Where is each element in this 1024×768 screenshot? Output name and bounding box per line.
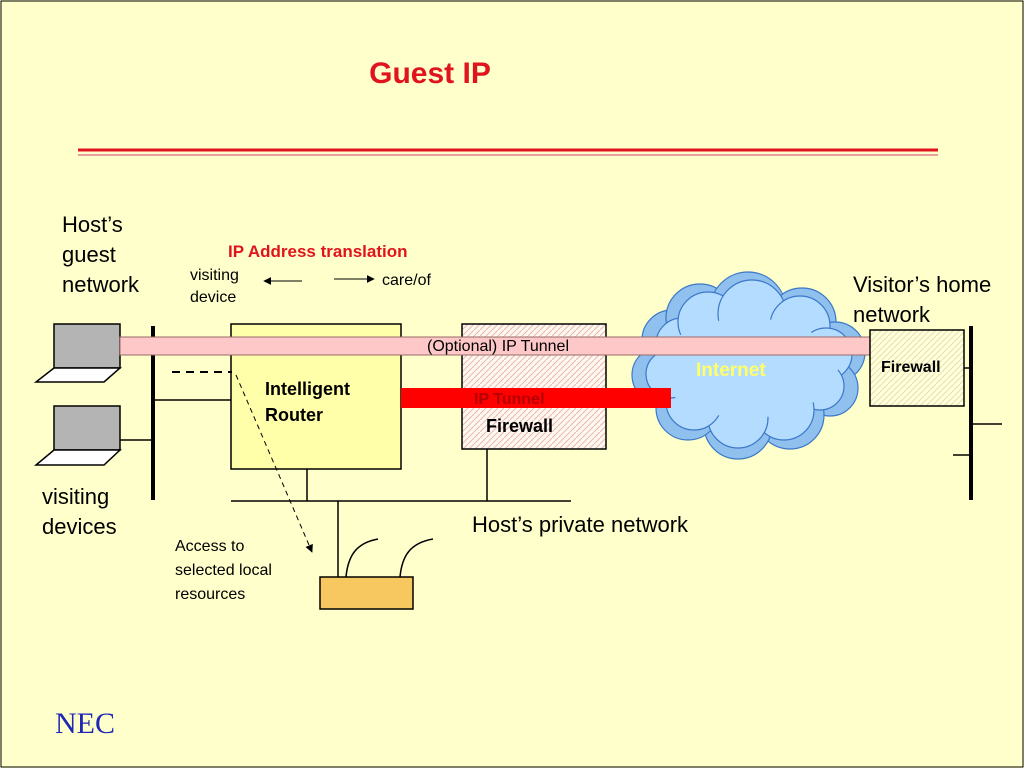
internet-label: Internet xyxy=(696,360,766,381)
care-of-label: care/of xyxy=(382,272,431,289)
page-title: Guest IP xyxy=(369,57,491,90)
host-firewall-label: Firewall xyxy=(486,416,554,436)
access-resources-label: Access to selected local resources xyxy=(175,538,272,603)
visiting-devices-label: visiting devices xyxy=(42,484,117,539)
ip-tunnel-bar xyxy=(401,388,671,408)
printer-icon xyxy=(319,538,434,610)
laptop-icon xyxy=(33,405,122,466)
hosts-guest-network-label: Host’s guest network xyxy=(62,212,140,297)
intelligent-router-label: Intelligent Router xyxy=(265,379,350,425)
nec-logo: NEC xyxy=(55,707,115,740)
laptop-icon xyxy=(33,323,122,383)
visiting-device-label: visiting device xyxy=(190,267,239,306)
ip-tunnel-label: IP Tunnel xyxy=(474,391,545,408)
ip-address-translation-label: IP Address translation xyxy=(228,242,408,261)
home-firewall-box xyxy=(869,329,965,407)
optional-ip-tunnel-label: (Optional) IP Tunnel xyxy=(427,338,570,355)
home-firewall-label: Firewall xyxy=(881,359,941,376)
title-rule xyxy=(78,148,938,156)
visitors-home-network-label: Visitor’s home network xyxy=(853,272,992,327)
hosts-private-network-label: Host’s private network xyxy=(472,512,689,537)
